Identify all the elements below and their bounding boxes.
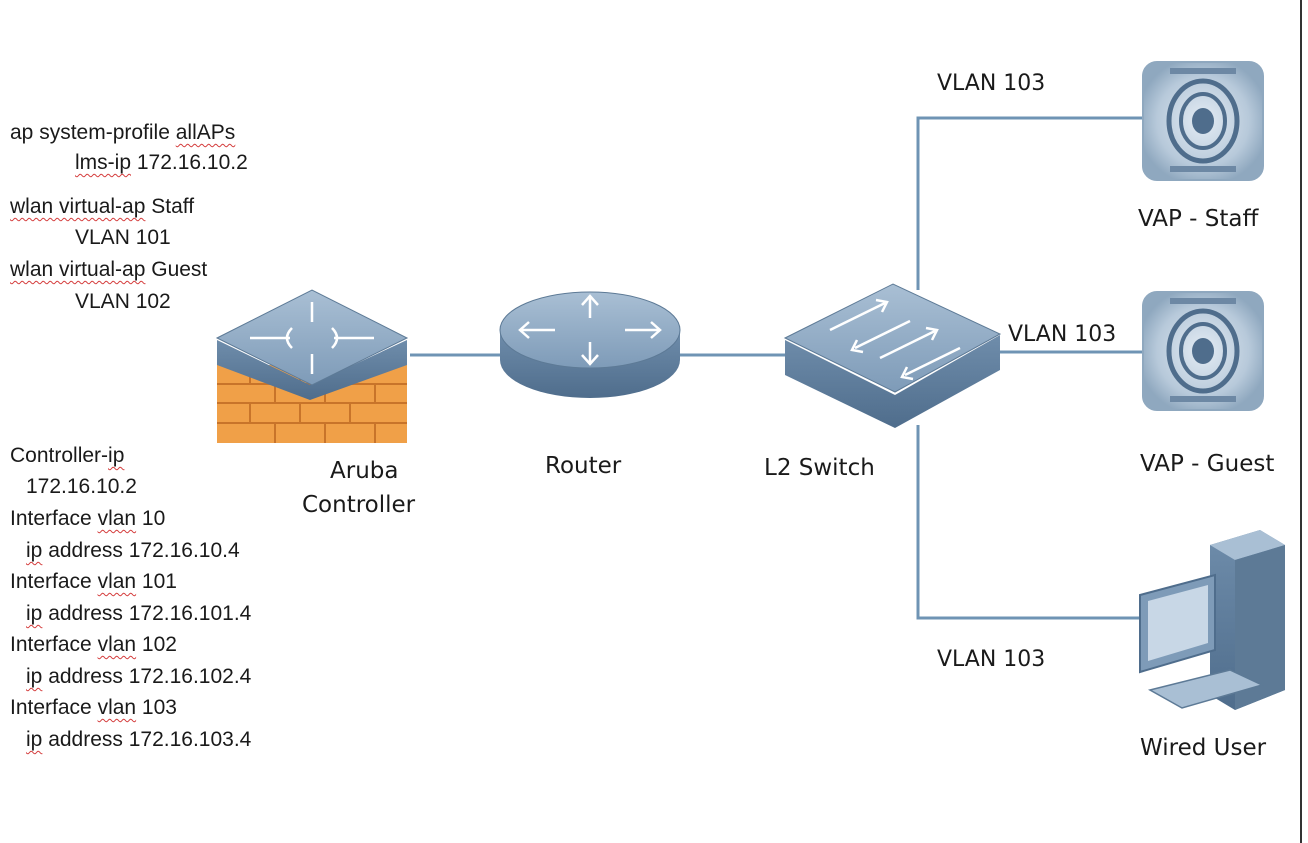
ap-staff-icon bbox=[1142, 61, 1264, 181]
link-switch-staff bbox=[916, 116, 1145, 290]
ap-config-line-2: lms-ip 172.16.10.2 bbox=[75, 151, 248, 174]
controller-config-line-7: Interface vlan 102 bbox=[10, 633, 177, 656]
ap-config-line-1: ap system-profile allAPs bbox=[10, 121, 236, 144]
vlan-label-wired: VLAN 103 bbox=[937, 647, 1046, 672]
link-lines bbox=[410, 116, 1145, 620]
controller-config-line-9: Interface vlan 103 bbox=[10, 696, 177, 719]
ap-staff-label: VAP - Staff bbox=[1138, 206, 1259, 232]
page-edge-line bbox=[1300, 0, 1302, 843]
controller-config-line-3: Interface vlan 10 bbox=[10, 507, 166, 530]
ap-config-line-3: wlan virtual-ap Staff bbox=[10, 195, 195, 218]
link-switch-wired bbox=[916, 425, 1140, 620]
ap-guest-icon bbox=[1142, 291, 1264, 411]
controller-config-line-4: ip address 172.16.10.4 bbox=[26, 539, 240, 562]
controller-config-line-6: ip address 172.16.101.4 bbox=[26, 602, 252, 625]
ap-guest-label: VAP - Guest bbox=[1140, 451, 1275, 477]
wired-user-label: Wired User bbox=[1140, 735, 1267, 761]
controller-label-line-2: Controller bbox=[302, 492, 416, 518]
router-label: Router bbox=[545, 453, 622, 479]
controller-config-line-5: Interface vlan 101 bbox=[10, 570, 177, 593]
vlan-label-staff: VLAN 103 bbox=[937, 71, 1046, 96]
controller-config-line-10: ip address 172.16.103.4 bbox=[26, 728, 252, 751]
controller-config-line-2: 172.16.10.2 bbox=[26, 475, 137, 498]
ap-config-line-5: wlan virtual-ap Guest bbox=[10, 258, 208, 281]
controller-icon bbox=[215, 289, 409, 443]
controller-config-line-8: ip address 172.16.102.4 bbox=[26, 665, 252, 688]
switch-icon bbox=[783, 283, 1002, 428]
ap-config-line-4: VLAN 101 bbox=[75, 226, 171, 249]
switch-label: L2 Switch bbox=[764, 455, 875, 481]
computer-icon bbox=[1139, 530, 1285, 710]
vlan-label-guest: VLAN 103 bbox=[1008, 322, 1117, 347]
ap-config-line-6: VLAN 102 bbox=[75, 290, 171, 313]
router-icon bbox=[499, 291, 681, 398]
controller-config-line-1: Controller-ip bbox=[10, 444, 125, 467]
controller-label-line-1: Aruba bbox=[330, 458, 399, 484]
